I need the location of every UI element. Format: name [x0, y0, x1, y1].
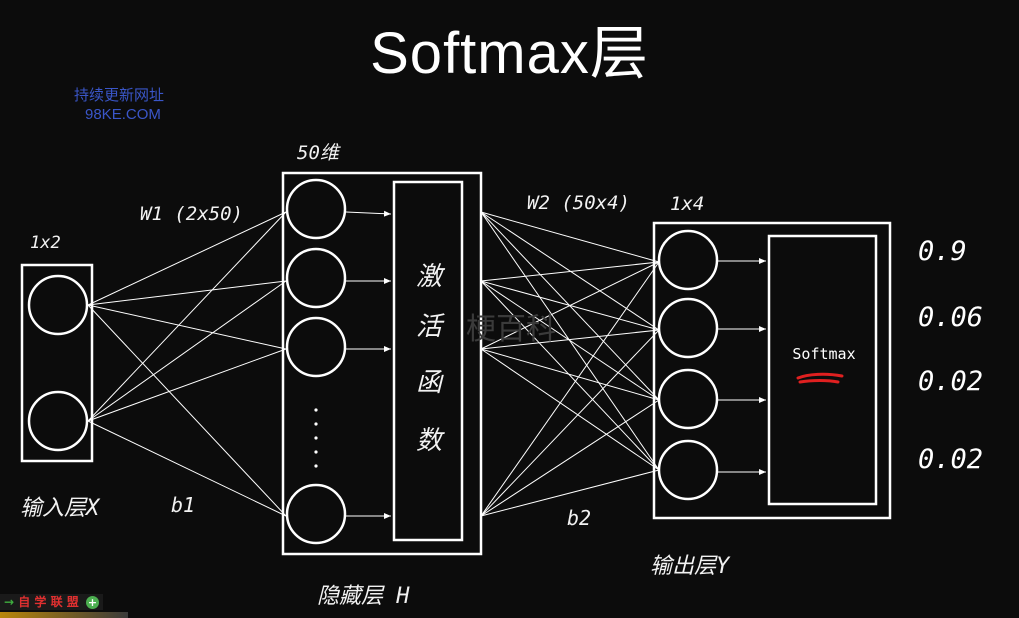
weight-line-w1 — [87, 420, 287, 517]
output-neuron — [657, 439, 719, 501]
weight-line-w2 — [480, 211, 660, 263]
weight-line-w1 — [87, 280, 287, 422]
probability-4: 0.02 — [918, 444, 984, 475]
probability-1: 0.9 — [918, 236, 967, 267]
probability-3: 0.02 — [918, 366, 984, 397]
weight-line-w2 — [480, 261, 660, 282]
w2-label: W2 (50x4) — [527, 192, 630, 214]
hidden-neuron — [285, 247, 347, 309]
hidden-layer-box — [281, 171, 483, 556]
output-neuron — [657, 229, 719, 291]
weight-line-w2 — [480, 329, 660, 517]
b1-label: b1 — [171, 493, 196, 517]
weight-line-w1 — [87, 304, 287, 517]
output-dim-label: 1x4 — [670, 193, 705, 215]
activation-char-1: 激 — [415, 262, 442, 292]
hidden-neuron — [285, 178, 347, 240]
softmax-box — [767, 234, 878, 506]
activation-char-4: 数 — [415, 426, 442, 456]
hidden-neuron — [285, 316, 347, 378]
weight-line-w2 — [480, 261, 660, 517]
input-dim-label: 1x2 — [30, 233, 61, 253]
bottom-strip — [0, 612, 128, 618]
input-neuron — [27, 274, 89, 336]
activation-char-2: 活 — [415, 312, 442, 342]
hidden-arrows — [345, 210, 392, 519]
probability-2: 0.06 — [918, 302, 984, 333]
arrow-icon: → — [4, 595, 15, 609]
output-neuron — [657, 297, 719, 359]
input-neuron — [27, 390, 89, 452]
watermark-line2: 98KE.COM — [85, 106, 161, 123]
output-layer-box — [652, 221, 892, 520]
hidden-layer-label: 隐藏层 H — [317, 584, 410, 609]
output-arrows — [718, 258, 766, 475]
output-layer-label: 输出层Y — [650, 554, 730, 579]
watermark-center: 梗百科 — [466, 312, 556, 347]
weight-line-w1 — [87, 304, 287, 350]
watermark-line1: 持续更新网址 — [74, 86, 165, 104]
weight-line-w2 — [480, 469, 660, 517]
weight-line-w2 — [480, 261, 660, 350]
weight-line-w2 — [480, 399, 660, 517]
input-layer-label: 输入层X — [20, 496, 100, 521]
activation-char-3: 函 — [415, 368, 442, 398]
weight-line-w1 — [87, 211, 287, 422]
softmax-label: Softmax — [792, 345, 856, 363]
activation-function-box — [392, 180, 464, 542]
hidden-neuron — [285, 483, 347, 545]
plus-icon: + — [85, 596, 99, 609]
hidden-dim-label: 50维 — [297, 142, 339, 164]
badge-text: 自 学 联 盟 — [18, 595, 79, 609]
weight-line-w2 — [480, 348, 660, 401]
w1-label: W1 (2x50) — [140, 203, 243, 225]
weight-line-w2 — [480, 348, 660, 471]
weight-line-w1 — [87, 280, 287, 306]
page-title: Softmax层 — [370, 21, 649, 86]
weight-line-w2 — [480, 329, 660, 350]
hidden-ellipsis — [314, 408, 318, 468]
weight-line-w1 — [87, 211, 287, 306]
weight-line-w1 — [87, 348, 287, 422]
connections-hidden-output — [480, 211, 660, 517]
weight-line-w2 — [480, 280, 660, 471]
connections-input-hidden — [87, 211, 287, 517]
output-neuron — [657, 368, 719, 430]
weight-line-w2 — [480, 280, 660, 401]
site-badge[interactable]: → 自 学 联 盟 + — [0, 594, 103, 610]
softmax-underline — [796, 372, 844, 384]
input-layer-box — [20, 263, 94, 463]
b2-label: b2 — [567, 506, 592, 530]
